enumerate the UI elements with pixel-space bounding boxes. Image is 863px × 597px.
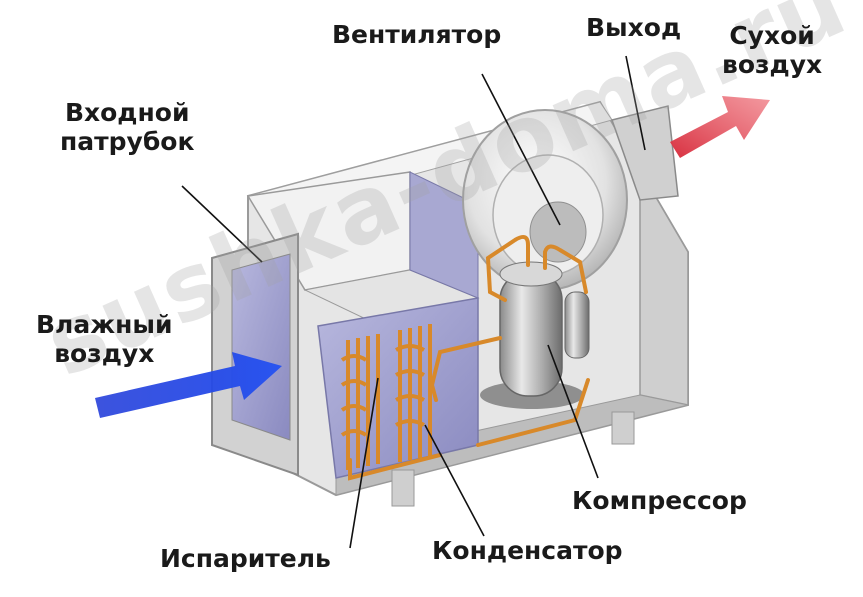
dry-air-label: Сухой воздух [722,21,822,79]
leader-lines [181,55,646,549]
condenser-coil [395,324,432,462]
inlet-pipe-label-line1: Входной [64,98,190,127]
condenser-label: Конденсатор [432,536,623,565]
outlet-label: Выход [586,13,682,42]
leader-compressor [547,344,599,479]
humid-air-label: Влажный воздух [36,310,173,368]
leader-evaporator [349,377,379,549]
evaporator-coil [340,334,380,470]
leader-inlet-pipe [181,185,263,263]
dry-air-label-line2: воздух [722,50,823,79]
compressor-label: Компрессор [572,486,747,515]
evaporator-label: Испаритель [160,544,331,573]
inlet-pipe-label: Входной патрубок [60,98,194,156]
outlet-duct [611,105,679,201]
humid-air-label-line2: воздух [54,339,155,368]
inlet-pipe-label-line2: патрубок [60,127,195,156]
dry-air-arrow [670,96,770,158]
refrigerant-tubing [348,234,590,481]
dry-air-label-line1: Сухой [729,21,815,50]
humid-air-arrow [95,352,282,418]
leader-fan [481,73,561,226]
leader-outlet [625,55,646,151]
humid-air-label-line1: Влажный [36,310,173,339]
fan-label: Вентилятор [332,20,502,49]
leader-condenser [424,424,485,537]
